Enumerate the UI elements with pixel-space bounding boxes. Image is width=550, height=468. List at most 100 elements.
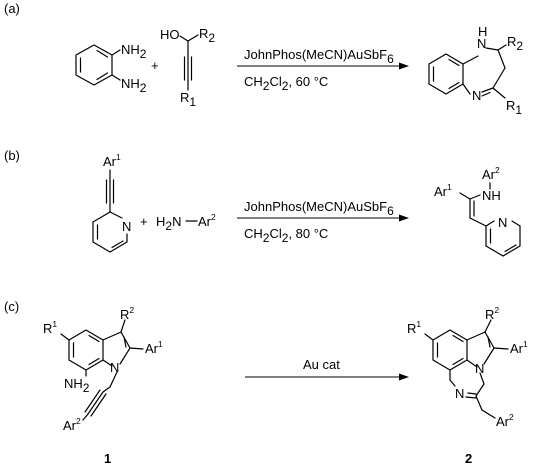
reaction-arrow-a: JohnPhos(MeCN)AuSbF6 CH2Cl2, 60 °C	[237, 47, 409, 93]
ring-nitrogen: N	[477, 36, 486, 51]
aryl-label: Ar	[198, 214, 212, 229]
superscript: 2	[494, 305, 499, 315]
catalyst-label: Au cat	[303, 357, 340, 372]
compound-number-1: 1	[104, 451, 111, 466]
reactant-diamine: NH2 NH2	[75, 42, 147, 95]
pyridine-nitrogen: N	[498, 215, 507, 230]
reactant-aniline: H2N Ar2	[156, 212, 216, 233]
svg-text:NH2: NH2	[121, 42, 147, 61]
svg-text:R2: R2	[120, 305, 134, 322]
superscript: 1	[158, 339, 163, 349]
amine-label: N	[172, 214, 181, 229]
aryl-label: Ar	[103, 154, 117, 169]
svg-text:NH2: NH2	[121, 76, 147, 95]
svg-text:NH2: NH2	[64, 376, 90, 395]
subscript: 2	[263, 231, 270, 245]
superscript: 2	[76, 416, 81, 426]
svg-text:Ar1: Ar1	[434, 182, 452, 199]
hydroxyl-label: HO	[160, 27, 180, 42]
svg-text:JohnPhos(MeCN)AuSbF6: JohnPhos(MeCN)AuSbF6	[244, 199, 394, 218]
subscript: 2	[282, 231, 289, 245]
solvent-label: CH	[244, 74, 263, 89]
solvent-label: Cl	[269, 74, 281, 89]
compound-number-2: 2	[465, 451, 472, 466]
superscript: 2	[129, 305, 134, 315]
subscript: 2	[140, 81, 147, 95]
superscript: 1	[52, 319, 57, 329]
svg-text:Ar2: Ar2	[496, 412, 514, 429]
subscript: 6	[387, 52, 394, 66]
amine-group: NH	[121, 42, 140, 57]
temperature-label: , 80 °C	[288, 226, 328, 241]
superscript: 2	[495, 165, 500, 175]
aryl-label: Ar	[63, 418, 77, 433]
catalyst-label: JohnPhos(MeCN)AuSbF	[244, 47, 387, 62]
solvent-label: CH	[244, 226, 263, 241]
superscript: 2	[509, 412, 514, 422]
svg-text:R2: R2	[199, 26, 215, 45]
substituent-label: R	[407, 321, 416, 336]
ring-nitrogen: N	[475, 361, 484, 376]
reaction-arrow-b: JohnPhos(MeCN)AuSbF6 CH2Cl2, 80 °C	[237, 199, 409, 245]
imine-nitrogen: N	[455, 386, 464, 401]
substituent-label: R	[506, 98, 515, 113]
aryl-label: Ar	[510, 341, 524, 356]
substituent-label: R	[180, 90, 189, 105]
amine-label: H	[156, 214, 165, 229]
reactant-propargyl-alcohol: HO R2 R1	[160, 26, 215, 109]
svg-text:CH2Cl2, 60 °C: CH2Cl2, 60 °C	[244, 74, 328, 93]
subscript: 1	[189, 95, 196, 109]
amine-nh: NH	[482, 188, 501, 203]
substituent-label: R	[199, 26, 208, 41]
svg-text:R1: R1	[43, 319, 57, 336]
svg-text:Ar1: Ar1	[145, 339, 163, 356]
nh-hydrogen: H	[478, 24, 487, 39]
substituent-label: R	[43, 321, 52, 336]
svg-text:R2: R2	[485, 305, 499, 322]
product-pyrazinoindole: R1 R2 Ar1 N N Ar2 2	[407, 305, 528, 466]
aryl-label: Ar	[145, 341, 159, 356]
indole-nitrogen: N	[110, 360, 119, 375]
superscript: 1	[523, 339, 528, 349]
svg-text:Ar1: Ar1	[510, 339, 528, 356]
temperature-label: , 60 °C	[288, 74, 328, 89]
subscript: 6	[387, 204, 394, 218]
superscript: 1	[116, 152, 121, 162]
substituent-label: R	[507, 34, 516, 49]
panel-label-c: (c)	[4, 299, 19, 314]
product-benzodiazepine: N H N R2 R1	[428, 24, 523, 117]
subscript: 2	[140, 47, 147, 61]
amine-group: NH	[121, 76, 140, 91]
subscript: 1	[515, 103, 522, 117]
svg-text:CH2Cl2, 80 °C: CH2Cl2, 80 °C	[244, 226, 328, 245]
svg-text:Ar2: Ar2	[63, 416, 81, 433]
svg-text:R1: R1	[180, 90, 196, 109]
subscript: 2	[165, 219, 172, 233]
svg-text:R1: R1	[506, 98, 522, 117]
catalyst-label: JohnPhos(MeCN)AuSbF	[244, 199, 387, 214]
plus-sign: +	[140, 214, 148, 229]
panel-c: (c) R1 R2 Ar1 N NH2	[4, 299, 528, 466]
substituent-label: R	[120, 307, 129, 322]
svg-text:Ar2: Ar2	[198, 212, 216, 229]
panel-label-a: (a)	[4, 1, 20, 16]
svg-text:R2: R2	[507, 34, 523, 53]
subscript: 2	[208, 31, 215, 45]
subscript: 2	[83, 381, 90, 395]
subscript: 2	[282, 79, 289, 93]
panel-label-b: (b)	[4, 148, 20, 163]
svg-text:R1: R1	[407, 319, 421, 336]
svg-text:H2N: H2N	[156, 214, 181, 233]
amine-group: NH	[64, 376, 83, 391]
aryl-label: Ar	[482, 167, 496, 182]
solvent-label: Cl	[269, 226, 281, 241]
reactant-alkynylpyridine: Ar1 N	[92, 152, 131, 253]
panel-a: (a) NH2 NH2 + HO R2 R1	[4, 1, 523, 117]
superscript: 1	[416, 319, 421, 329]
svg-text:Ar1: Ar1	[103, 152, 121, 169]
subscript: 2	[516, 39, 523, 53]
svg-text:JohnPhos(MeCN)AuSbF6: JohnPhos(MeCN)AuSbF6	[244, 47, 394, 66]
svg-text:Ar2: Ar2	[482, 165, 500, 182]
reaction-arrow-c: Au cat	[245, 357, 409, 381]
